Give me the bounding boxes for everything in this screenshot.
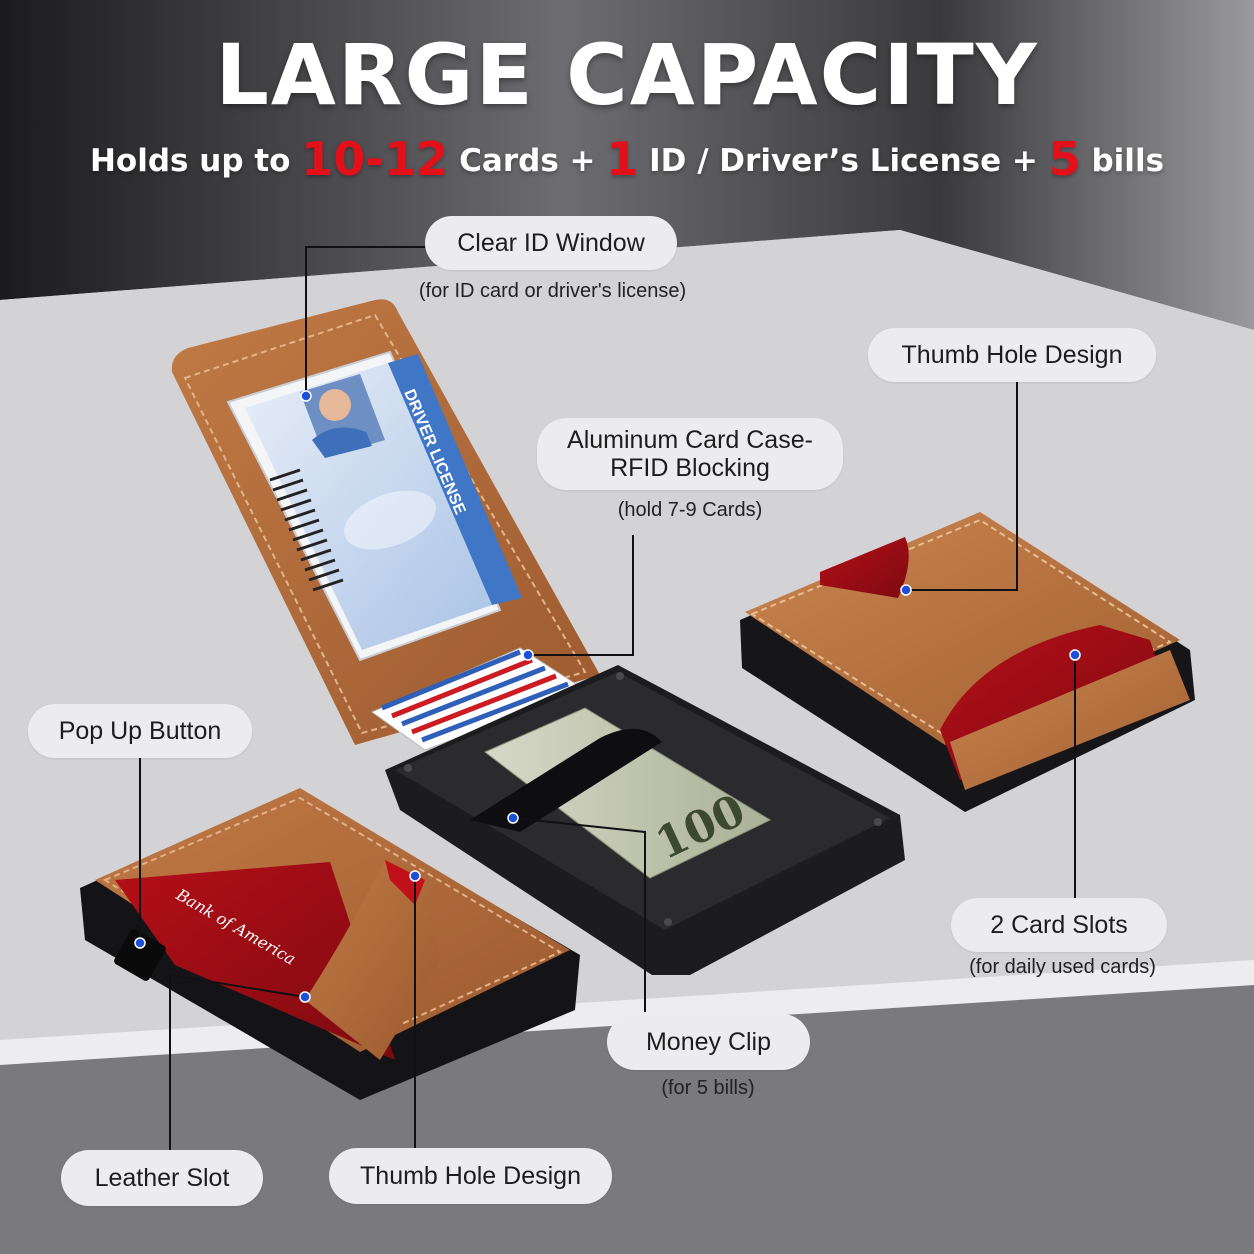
callout-aluminum-note: (hold 7-9 Cards) bbox=[617, 499, 763, 521]
left-wallet: Bank of America bbox=[80, 788, 580, 1100]
card-count-highlight: 10-12 bbox=[301, 132, 449, 186]
right-wallet bbox=[740, 512, 1195, 812]
callout-card-slots-note: (for daily used cards) bbox=[969, 956, 1156, 978]
callout-lines bbox=[139, 246, 1076, 1150]
headline: LARGE CAPACITY bbox=[215, 26, 1039, 124]
subline-text-2: Cards + bbox=[448, 143, 607, 179]
callout-money-clip-note: (for 5 bills) bbox=[661, 1077, 755, 1099]
callout-clear-id-window: Clear ID Window bbox=[425, 216, 677, 270]
id-count-highlight: 1 bbox=[606, 132, 639, 186]
callout-aluminum-line2: RFID Blocking bbox=[610, 454, 770, 482]
subline: Holds up to 10-12 Cards + 1 ID / Driver’… bbox=[0, 132, 1254, 186]
callout-money-clip: Money Clip bbox=[607, 1014, 810, 1070]
callout-aluminum-case: Aluminum Card Case- RFID Blocking bbox=[537, 418, 843, 490]
subline-text-1: Holds up to bbox=[89, 143, 302, 179]
callout-markers bbox=[134, 390, 1081, 1003]
subline-text-4: bills bbox=[1080, 143, 1165, 179]
bill-count-highlight: 5 bbox=[1048, 132, 1081, 186]
center-wallet: DRIVER LICENSE 100 bbox=[171, 299, 905, 975]
callout-clear-id-note: (for ID card or driver's license) bbox=[418, 280, 687, 302]
subline-text-3: ID / Driver’s License + bbox=[638, 143, 1049, 179]
callout-thumb-hole-top: Thumb Hole Design bbox=[868, 328, 1156, 382]
callout-aluminum-line1: Aluminum Card Case- bbox=[567, 426, 813, 454]
callout-thumb-hole-bottom: Thumb Hole Design bbox=[329, 1148, 612, 1204]
callout-card-slots: 2 Card Slots bbox=[951, 898, 1167, 952]
callout-leather-slot: Leather Slot bbox=[61, 1150, 263, 1206]
callout-pop-up-button: Pop Up Button bbox=[28, 704, 252, 758]
